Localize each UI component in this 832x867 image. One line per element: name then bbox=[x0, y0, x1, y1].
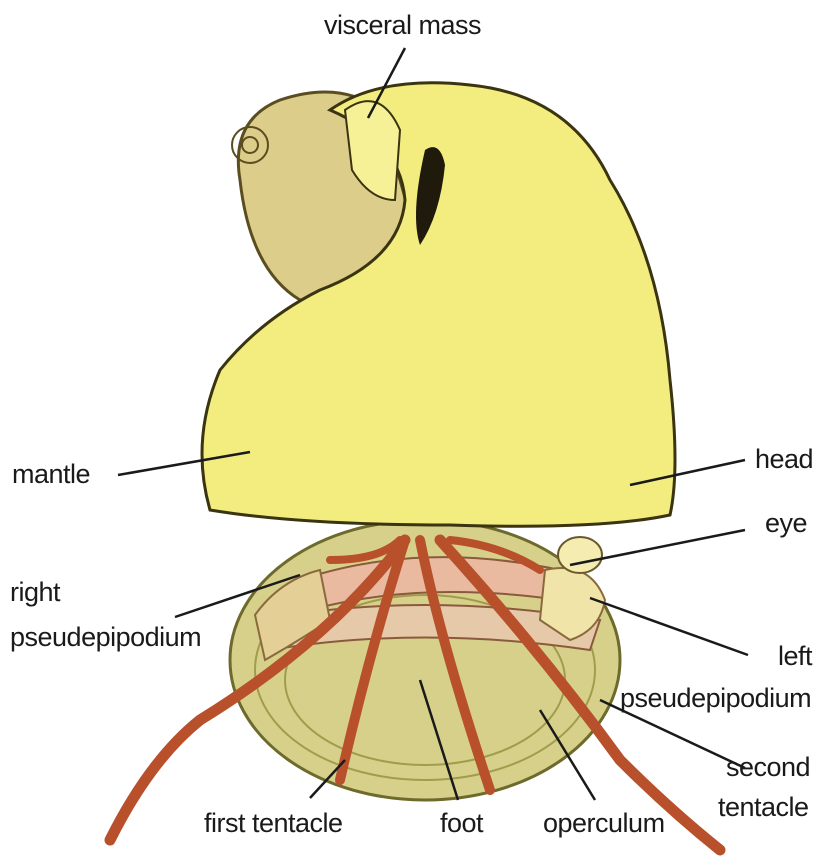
label-left-pseudepipodium-1: left bbox=[778, 641, 812, 672]
label-second-tentacle-1: second bbox=[726, 752, 810, 783]
label-left-pseudepipodium-2: pseudepipodium bbox=[620, 683, 811, 714]
label-head: head bbox=[755, 444, 813, 475]
label-mantle: mantle bbox=[12, 459, 90, 490]
eye-shape bbox=[558, 537, 602, 573]
label-operculum: operculum bbox=[543, 808, 665, 839]
label-right-pseudepipodium-2: pseudepipodium bbox=[10, 622, 201, 653]
label-second-tentacle-2: tentacle bbox=[718, 792, 809, 823]
label-eye: eye bbox=[765, 508, 807, 539]
label-foot: foot bbox=[440, 808, 483, 839]
label-first-tentacle: first tentacle bbox=[204, 808, 343, 839]
label-right-pseudepipodium-1: right bbox=[10, 577, 60, 608]
label-visceral-mass: visceral mass bbox=[324, 10, 481, 41]
